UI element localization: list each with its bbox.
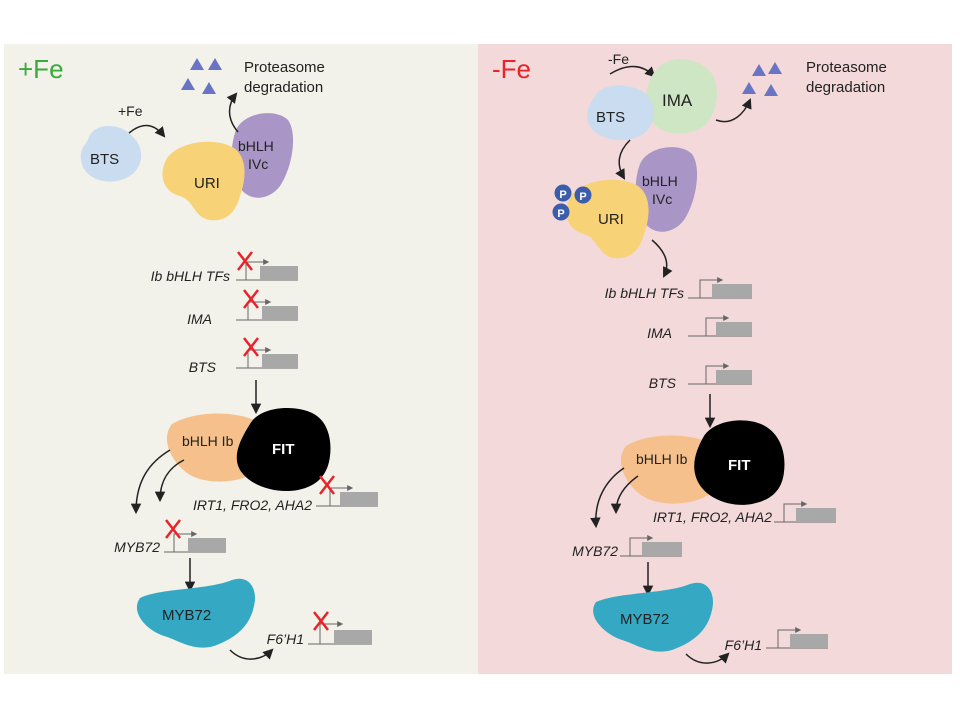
right-fit-blob: [694, 420, 785, 505]
left-bts-label: BTS: [90, 151, 119, 168]
right-gene-myb72-label: MYB72: [572, 543, 618, 559]
right-bts-blob: [587, 85, 654, 141]
right-bhlh-ib-label: bHLH Ib: [636, 451, 688, 467]
left-bhlh-ivc-label-1: bHLH: [238, 138, 274, 154]
right-f6h1-arrow: [685, 652, 730, 664]
left-bhlh-ivc-label-2: IVc: [248, 156, 268, 172]
right-phospho-group-1: P: [554, 184, 572, 202]
left-ib-curved-arrow-1: [130, 449, 171, 515]
right-uri-label: URI: [598, 211, 624, 228]
left-f6h1-blocked-x-icon: [313, 611, 329, 631]
right-myb72-blob: [593, 582, 714, 652]
right-bts-label: BTS: [596, 109, 625, 126]
right-gene-bts-label: BTS: [649, 375, 677, 391]
svg-text:P: P: [579, 191, 586, 203]
left-gene-bts-label: BTS: [189, 359, 217, 375]
left-gene-myb72-promoter: [164, 531, 226, 553]
right-bhlh-ivc-blob: [635, 147, 698, 232]
left-ib-bhlh-blocked-x-icon: [237, 251, 253, 271]
right-gene-irt-label: IRT1, FRO2, AHA2: [653, 509, 772, 525]
left-f6h1-arrow: [229, 648, 274, 660]
left-fit-blob: [236, 408, 331, 492]
right-gene-f6h1-label: F6’H1: [725, 637, 762, 653]
right-bhlh-ivc-label-1: bHLH: [642, 173, 678, 189]
left-gene-myb72-label: MYB72: [114, 539, 160, 555]
right-complex-to-genes-arrow: [651, 239, 673, 278]
left-ib-curved-arrow-2: [154, 459, 185, 503]
left-gene-ib-bhlh-promoter: [236, 259, 298, 281]
right-gene-ima-promoter: [688, 315, 752, 337]
right-gene-ima-label: IMA: [647, 325, 672, 341]
right-gene-myb72-promoter: [620, 535, 682, 557]
left-bhlh-ib-label: bHLH Ib: [182, 433, 234, 449]
left-degradation-label: degradation: [244, 79, 323, 96]
right-bhlh-ivc-label-2: IVc: [652, 191, 672, 207]
right-panel-minus-fe: -Fe -Fe IMA Proteasome degradation BTS b…: [478, 44, 952, 674]
left-bhlh-ivc-blob: [231, 113, 294, 198]
left-gene-ib-bhlh-label: Ib bHLH TFs: [151, 268, 230, 284]
left-gene-irt-label: IRT1, FRO2, AHA2: [193, 497, 312, 513]
left-myb72-blocked-x-icon: [165, 519, 181, 539]
left-gene-irt-promoter: [316, 485, 378, 507]
right-gene-bts-promoter: [688, 363, 752, 385]
right-ib-curved-arrow-2: [610, 475, 639, 515]
left-degradation-arrow: [226, 92, 239, 133]
left-ima-blocked-x-icon: [243, 289, 259, 309]
left-fe-arrow: [127, 124, 166, 138]
left-uri-label: URI: [194, 175, 220, 192]
left-myb72-blob: [136, 578, 256, 648]
right-gene-irt-promoter: [774, 501, 836, 523]
left-fe-arrow-label: +Fe: [118, 103, 143, 119]
left-proteasome-triangles-icon: [181, 58, 222, 94]
left-proteasome-label: Proteasome: [244, 59, 325, 76]
right-fit-label: FIT: [728, 457, 751, 474]
left-gene-ima-promoter: [236, 299, 298, 321]
right-myb72-label: MYB72: [620, 611, 669, 628]
right-ib-curved-arrow-1: [590, 467, 625, 529]
right-degradation-label: degradation: [806, 79, 885, 96]
left-gene-ima-label: IMA: [187, 311, 212, 327]
svg-text:P: P: [559, 189, 566, 201]
left-bts-blocked-x-icon: [243, 337, 259, 357]
right-condition-label: -Fe: [492, 54, 531, 84]
right-fe-arrow: [609, 65, 656, 78]
right-bts-to-uri-arrow: [615, 139, 631, 180]
right-phospho-group-3: P: [552, 203, 570, 221]
right-panel-background: [478, 44, 952, 674]
left-condition-label: +Fe: [18, 54, 64, 84]
right-degradation-arrow: [715, 98, 752, 123]
right-gene-f6h1-promoter: [766, 627, 828, 649]
left-fit-label: FIT: [272, 441, 295, 458]
left-myb72-label: MYB72: [162, 607, 211, 624]
left-uri-blob: [162, 141, 245, 221]
left-bts-blob: [80, 125, 142, 182]
right-ima-label: IMA: [662, 91, 693, 110]
right-proteasome-label: Proteasome: [806, 59, 887, 76]
left-panel-plus-fe: +Fe Proteasome degradation +Fe BTS bHLH …: [4, 44, 478, 674]
left-gene-f6h1-label: F6’H1: [267, 631, 304, 647]
left-irt-blocked-x-icon: [319, 475, 335, 495]
right-phospho-group-2: P: [574, 186, 592, 204]
right-proteasome-triangles-icon: [742, 62, 782, 96]
right-gene-ib-bhlh-promoter: [688, 277, 752, 299]
right-gene-ib-bhlh-label: Ib bHLH TFs: [605, 285, 684, 301]
right-ima-blob: [645, 59, 717, 134]
svg-text:P: P: [557, 208, 564, 220]
right-fe-arrow-label: -Fe: [608, 51, 629, 67]
